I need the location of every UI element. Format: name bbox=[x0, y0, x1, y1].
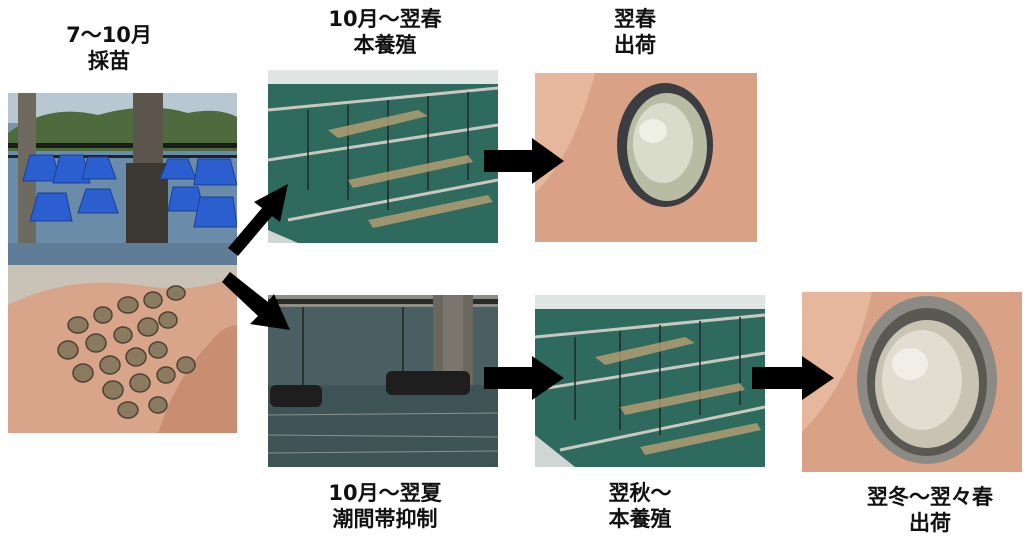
photo-main-culture-raft-b bbox=[535, 295, 765, 467]
label-main-culture-a: 10月〜翌春 本養殖 bbox=[310, 6, 460, 58]
label-shipping-b: 翌冬〜翌々春 出荷 bbox=[840, 484, 1020, 536]
label-shipping-b-title: 出荷 bbox=[909, 511, 951, 535]
label-shipping-a-period: 翌春 bbox=[614, 7, 656, 31]
arrow-to-intertidal bbox=[222, 268, 294, 334]
label-intertidal-period: 10月〜翌夏 bbox=[328, 481, 442, 505]
arrow-to-main-culture bbox=[222, 178, 292, 258]
label-main-culture-b-period: 翌秋〜 bbox=[608, 481, 672, 505]
photo-shipped-oyster-a bbox=[535, 73, 757, 242]
label-shipping-b-period: 翌冬〜翌々春 bbox=[867, 485, 993, 509]
label-intertidal-title: 潮間帯抑制 bbox=[332, 507, 438, 531]
label-main-culture-a-period: 10月〜翌春 bbox=[328, 7, 442, 31]
label-seed-collection: 7〜10月 採苗 bbox=[44, 22, 174, 74]
photo-seed-oysters-hand bbox=[8, 265, 237, 433]
photo-seed-nets bbox=[8, 93, 237, 265]
label-main-culture-a-title: 本養殖 bbox=[353, 33, 417, 57]
photo-shipped-oyster-b bbox=[802, 292, 1022, 472]
photo-intertidal-restraint bbox=[268, 295, 498, 467]
label-shipping-a: 翌春 出荷 bbox=[580, 6, 690, 58]
label-main-culture-b-title: 本養殖 bbox=[608, 507, 672, 531]
label-main-culture-b: 翌秋〜 本養殖 bbox=[580, 480, 700, 532]
label-shipping-a-title: 出荷 bbox=[614, 33, 656, 57]
arrow-to-main-culture-b bbox=[484, 356, 564, 400]
arrow-to-shipping-b bbox=[752, 356, 834, 400]
photo-main-culture-raft-a bbox=[268, 70, 498, 243]
label-seed-period: 7〜10月 bbox=[66, 23, 152, 47]
arrow-to-shipping-a bbox=[484, 138, 564, 184]
label-seed-title: 採苗 bbox=[88, 49, 130, 73]
label-intertidal: 10月〜翌夏 潮間帯抑制 bbox=[300, 480, 470, 532]
